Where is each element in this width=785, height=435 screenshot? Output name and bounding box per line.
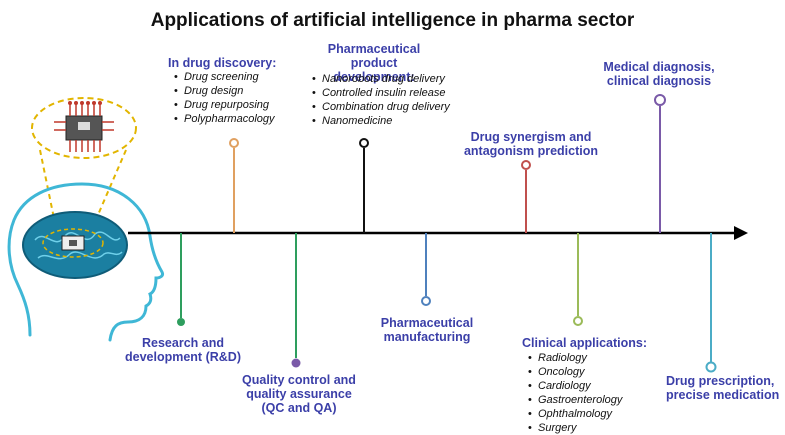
stem-prescription xyxy=(705,233,717,373)
brain-icon xyxy=(22,211,128,279)
list-item: Combination drug delivery xyxy=(312,100,450,114)
list-item: Cardiology xyxy=(528,379,622,393)
stem-manufacturing xyxy=(421,233,431,306)
medical-diagnosis-label: Medical diagnosis, clinical diagnosis xyxy=(603,60,715,88)
list-item: Polypharmacology xyxy=(174,112,275,126)
list-item: Surgery xyxy=(528,421,622,435)
human-head-outline-icon xyxy=(7,182,164,342)
list-item: Drug repurposing xyxy=(174,98,275,112)
list-item: Drug design xyxy=(174,84,275,98)
rnd-label: Research and development (R&D) xyxy=(125,336,241,364)
prescription-label: Drug prescription, precise medication xyxy=(666,374,780,402)
qcqa-label: Quality control and quality assurance (Q… xyxy=(242,373,356,415)
diagram-title: Applications of artificial intelligence … xyxy=(150,10,635,31)
list-item: Ophthalmology xyxy=(528,407,622,421)
drug-discovery-heading: In drug discovery: xyxy=(168,56,277,70)
list-item: Nanorobots drug delivery xyxy=(312,72,450,86)
timeline-axis xyxy=(128,226,748,240)
list-item: Controlled insulin release xyxy=(312,86,450,100)
stem-synergism xyxy=(521,160,531,233)
list-item: Radiology xyxy=(528,351,622,365)
list-item: Gastroenterology xyxy=(528,393,622,407)
synergism-label: Drug synergism and antagonism prediction xyxy=(463,130,599,158)
stem-clinical xyxy=(573,233,583,326)
stem-drug-discovery xyxy=(229,138,239,233)
list-item: Oncology xyxy=(528,365,622,379)
list-item: Drug screening xyxy=(174,70,275,84)
clinical-applications-list: Radiology Oncology Cardiology Gastroente… xyxy=(528,351,622,435)
manufacturing-label: Pharmaceutical manufacturing xyxy=(380,316,474,344)
clinical-applications-heading: Clinical applications: xyxy=(522,336,648,350)
stem-medical-diagnosis xyxy=(654,94,666,233)
stem-product-development xyxy=(359,138,369,233)
list-item: Nanomedicine xyxy=(312,114,450,128)
drug-discovery-list: Drug screening Drug design Drug repurpos… xyxy=(174,70,275,126)
stem-rnd xyxy=(177,233,185,326)
product-development-list: Nanorobots drug delivery Controlled insu… xyxy=(312,72,450,128)
stem-qcqa xyxy=(291,233,301,368)
